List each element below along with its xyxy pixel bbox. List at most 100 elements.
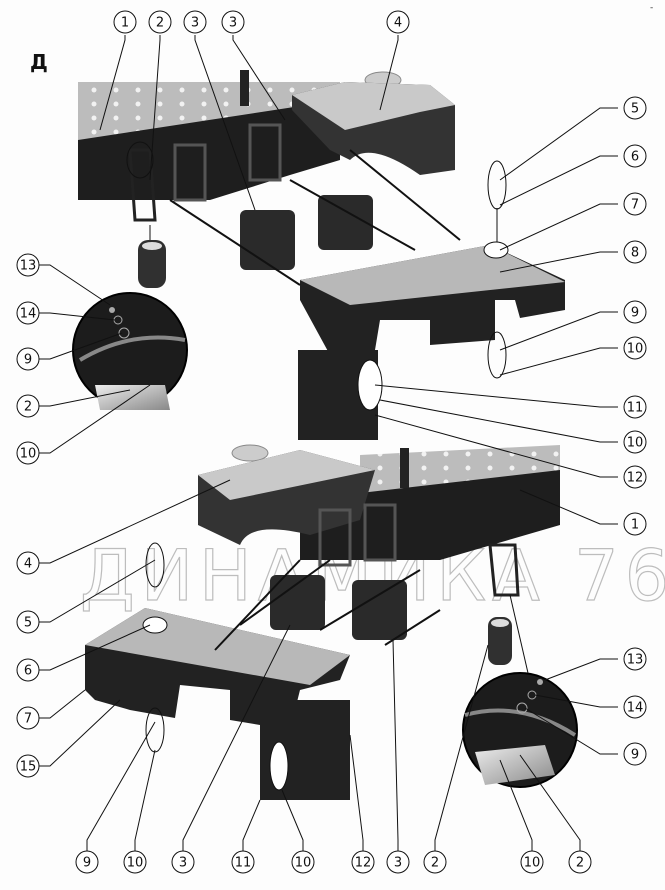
- callout-9: 9: [75, 850, 99, 874]
- callout-number: 7: [631, 198, 639, 213]
- callout-number: 13: [20, 259, 37, 274]
- callout-circle: [148, 10, 172, 34]
- connector-lines: [149, 149, 529, 674]
- callout-circle: [16, 394, 40, 418]
- callout-number: 12: [355, 856, 372, 871]
- mudguard-right-assembly: [298, 160, 565, 440]
- callout-number: 7: [24, 712, 32, 727]
- callout-number: 13: [627, 653, 644, 668]
- callout-circle: [183, 10, 207, 34]
- callout-circle: [423, 850, 447, 874]
- callout-circle: [351, 850, 375, 874]
- callout-number: 11: [235, 856, 252, 871]
- detail-ellipse: [487, 331, 507, 379]
- stud: [240, 70, 249, 106]
- callout-number: 3: [229, 16, 237, 31]
- callout-9: 9: [623, 300, 647, 324]
- callout-2: 2: [148, 10, 172, 34]
- callout-10: 10: [291, 850, 315, 874]
- lamp-3: [240, 210, 295, 270]
- callout-5: 5: [623, 96, 647, 120]
- callout-6: 6: [623, 144, 647, 168]
- callout-4: 4: [386, 10, 410, 34]
- callout-11: 11: [623, 395, 647, 419]
- lamp-3: [270, 575, 325, 630]
- detail-ellipse: [487, 160, 507, 210]
- callout-circle: [16, 441, 40, 465]
- callout-circle: [623, 96, 647, 120]
- callout-13: 13: [623, 647, 647, 671]
- callout-number: 8: [631, 246, 639, 261]
- callout-number: 2: [24, 400, 32, 415]
- callout-circle: [16, 658, 40, 682]
- callout-circle: [623, 742, 647, 766]
- callout-number: 1: [631, 518, 639, 533]
- callout-number: 14: [20, 307, 37, 322]
- marker-lamp-lens: [491, 619, 509, 627]
- detail-view-top: [72, 292, 188, 410]
- callout-3: 3: [183, 10, 207, 34]
- callout-circle: [113, 10, 137, 34]
- callout-number: 14: [627, 701, 644, 716]
- detail-ellipse: [269, 741, 289, 791]
- callout-circle: [623, 300, 647, 324]
- callout-number: 2: [431, 856, 439, 871]
- callout-circle: [16, 706, 40, 730]
- mudguard-top-surface: [292, 82, 455, 130]
- callout-number: 4: [394, 16, 402, 31]
- callout-number: 6: [24, 664, 32, 679]
- callout-circle: [75, 850, 99, 874]
- view-label: Д: [30, 50, 48, 74]
- callout-number: 5: [24, 616, 32, 631]
- callout-number: 4: [24, 557, 32, 572]
- callout-10: 10: [16, 441, 40, 465]
- callout-circle: [16, 347, 40, 371]
- bracket: [248, 123, 282, 182]
- callout-number: 10: [20, 447, 37, 462]
- callout-circle: [623, 647, 647, 671]
- callout-9: 9: [16, 347, 40, 371]
- callout-circle: [623, 465, 647, 489]
- callout-number: 10: [627, 342, 644, 357]
- callout-7: 7: [16, 706, 40, 730]
- callout-15: 15: [16, 754, 40, 778]
- callout-circle: [623, 192, 647, 216]
- callout-2: 2: [423, 850, 447, 874]
- callout-number: 6: [631, 150, 639, 165]
- callout-1: 1: [623, 512, 647, 536]
- callout-number: 2: [576, 856, 584, 871]
- callout-9: 9: [623, 742, 647, 766]
- bottom-frame-assembly: [198, 444, 560, 665]
- marker-lamp: [138, 240, 166, 288]
- callout-number: 10: [127, 856, 144, 871]
- callout-1: 1: [113, 10, 137, 34]
- callout-circle: [16, 610, 40, 634]
- callout-circle: [231, 850, 255, 874]
- lamp-holder: [488, 543, 520, 597]
- detail-ellipse: [145, 707, 165, 753]
- callout-2: 2: [568, 850, 592, 874]
- cap: [231, 444, 269, 462]
- callout-10: 10: [623, 336, 647, 360]
- callout-14: 14: [623, 695, 647, 719]
- detail-ellipse: [142, 616, 168, 634]
- callout-number: 15: [20, 760, 37, 775]
- bracket: [363, 503, 397, 562]
- callout-10: 10: [623, 430, 647, 454]
- callout-circle: [291, 850, 315, 874]
- marker-lamp-lens: [142, 242, 162, 250]
- callout-number: 11: [627, 401, 644, 416]
- callout-circle: [386, 850, 410, 874]
- callout-12: 12: [623, 465, 647, 489]
- callout-circle: [123, 850, 147, 874]
- callout-number: 3: [394, 856, 402, 871]
- marker-lamp: [488, 617, 512, 665]
- callout-5: 5: [16, 610, 40, 634]
- callout-6: 6: [16, 658, 40, 682]
- callout-number: 9: [83, 856, 91, 871]
- callout-circle: [386, 10, 410, 34]
- callout-number: 10: [524, 856, 541, 871]
- callout-12: 12: [351, 850, 375, 874]
- callout-10: 10: [520, 850, 544, 874]
